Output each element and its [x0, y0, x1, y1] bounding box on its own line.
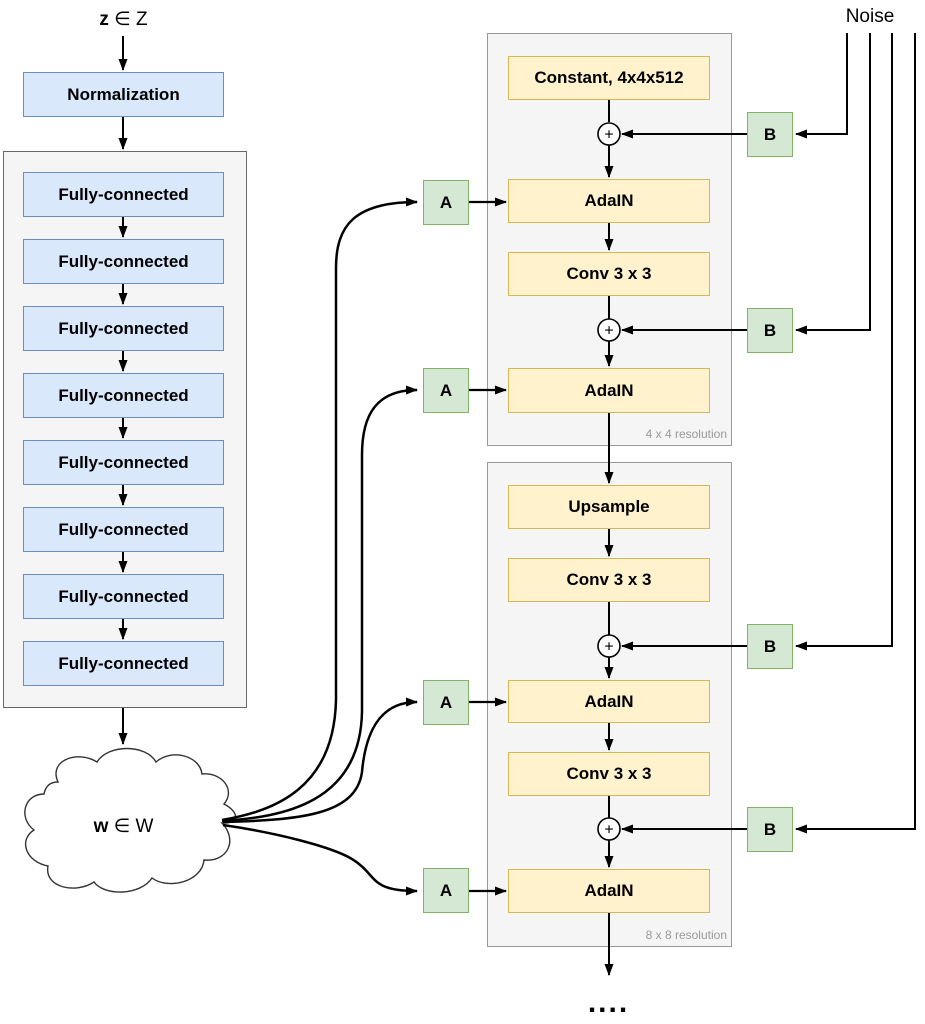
fully-connected-box-5: Fully-connected: [23, 440, 224, 485]
style-a-box-1: A: [423, 180, 469, 225]
conv-box-2: Conv 3 x 3: [508, 558, 710, 602]
add-symbol: +: [604, 127, 613, 144]
noise-b-box-4: B: [747, 807, 793, 852]
fully-connected-box-8: Fully-connected: [23, 641, 224, 686]
add-symbol: +: [604, 323, 613, 340]
constant-box: Constant, 4x4x512: [508, 56, 710, 100]
fully-connected-box-3: Fully-connected: [23, 306, 224, 351]
style-a-box-3: A: [423, 680, 469, 725]
latent-z-space: ∈ Z: [108, 9, 148, 30]
noise-line-1: [795, 33, 848, 139]
style-curve-w-to-a4: [222, 823, 418, 896]
resolution-label-4x4: 4 x 4 resolution: [645, 427, 727, 441]
latent-w-label: w ∈ W: [61, 815, 186, 838]
add-node-3: +: [597, 634, 621, 658]
add-node-4: +: [597, 817, 621, 841]
add-symbol: +: [604, 639, 613, 656]
fully-connected-box-4: Fully-connected: [23, 373, 224, 418]
adain-box-1: AdaIN: [508, 179, 710, 223]
latent-z-symbol: z: [99, 9, 109, 30]
noise-line-4: [795, 33, 916, 834]
fully-connected-box-6: Fully-connected: [23, 507, 224, 552]
latent-space-cloud: [24, 747, 237, 893]
noise-line-2: [795, 33, 871, 335]
upsample-box: Upsample: [508, 485, 710, 529]
fully-connected-box-2: Fully-connected: [23, 239, 224, 284]
fully-connected-box-1: Fully-connected: [23, 172, 224, 217]
adain-box-2: AdaIN: [508, 368, 710, 413]
latent-z-label: z ∈ Z: [61, 8, 186, 31]
noise-line-3: [795, 33, 893, 651]
noise-b-box-1: B: [747, 112, 793, 157]
noise-b-box-2: B: [747, 308, 793, 353]
latent-w-space: ∈ W: [108, 816, 154, 837]
style-a-box-2: A: [423, 368, 469, 413]
style-curve-w-to-a3: [222, 697, 418, 824]
add-symbol: +: [604, 822, 613, 839]
latent-w-symbol: w: [93, 816, 109, 837]
conv-box-1: Conv 3 x 3: [508, 252, 710, 296]
fully-connected-box-7: Fully-connected: [23, 574, 224, 619]
adain-box-3: AdaIN: [508, 680, 710, 723]
style-curve-w-to-a1: [221, 197, 418, 822]
conv-box-3: Conv 3 x 3: [508, 752, 710, 796]
noise-b-box-3: B: [747, 624, 793, 669]
add-node-1: +: [597, 122, 621, 146]
style-a-box-4: A: [423, 868, 469, 913]
resolution-label-8x8: 8 x 8 resolution: [645, 928, 727, 942]
add-node-2: +: [597, 318, 621, 342]
adain-box-4: AdaIN: [508, 869, 710, 913]
normalization-box: Normalization: [23, 72, 224, 117]
noise-label: Noise: [845, 6, 895, 27]
style-curve-w-to-a2: [221, 385, 418, 823]
continuation-dots: ....: [587, 986, 630, 1019]
